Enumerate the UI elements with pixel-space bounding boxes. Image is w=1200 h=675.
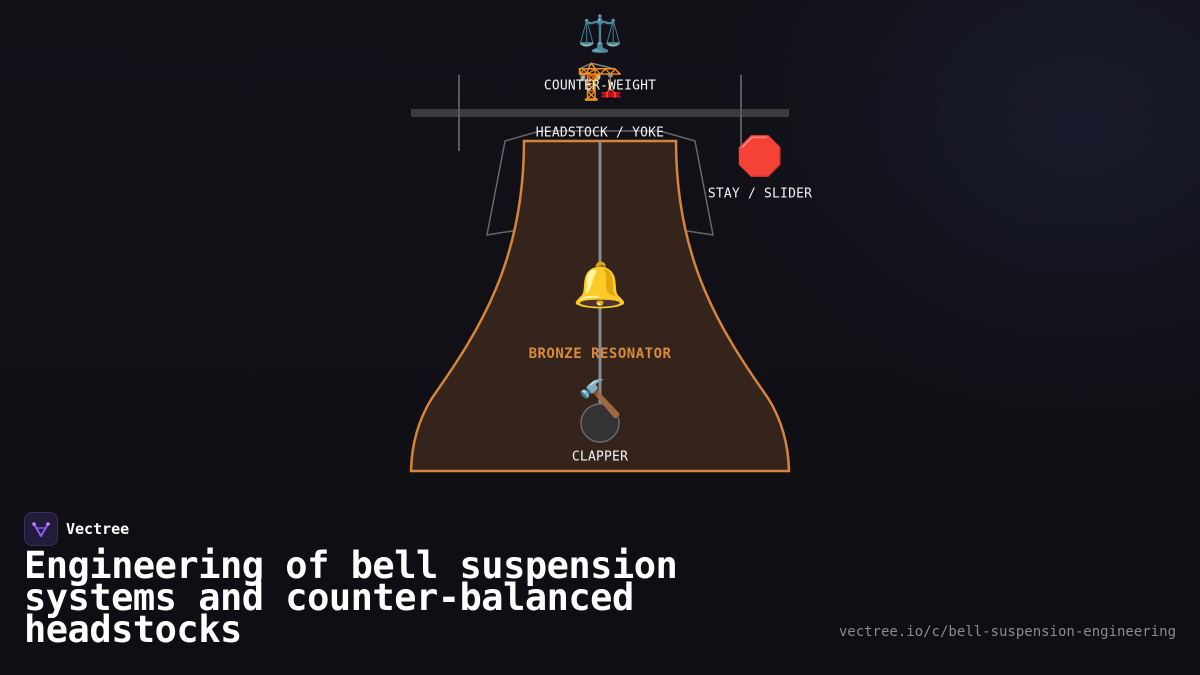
bell-diagram — [409, 75, 791, 473]
bell-icon: 🔔 — [572, 260, 628, 311]
bronze-resonator-label: BRONZE RESONATOR — [528, 346, 672, 362]
suspension-beam — [411, 109, 789, 117]
page-title: Engineering of bell suspension systems a… — [24, 544, 678, 651]
vectree-logo-icon — [24, 512, 58, 546]
counterweight-label: COUNTER-WEIGHT — [543, 78, 657, 94]
hammer-icon: 🔨 — [577, 379, 623, 420]
crane-icon: 🏗️ — [576, 58, 624, 102]
clapper-label: CLAPPER — [571, 449, 629, 465]
headstock-label: HEADSTOCK / YOKE — [535, 125, 665, 141]
stay-slider-label: STAY / SLIDER — [707, 186, 813, 202]
stop-sign-icon: 🛑 — [736, 134, 784, 178]
brand-name: Vectree — [66, 520, 130, 538]
clapper-ball — [580, 403, 620, 443]
page-url[interactable]: vectree.io/c/bell-suspension-engineering — [838, 624, 1176, 640]
brand: Vectree — [24, 512, 129, 546]
balance-icon: ⚖️ — [577, 14, 623, 55]
